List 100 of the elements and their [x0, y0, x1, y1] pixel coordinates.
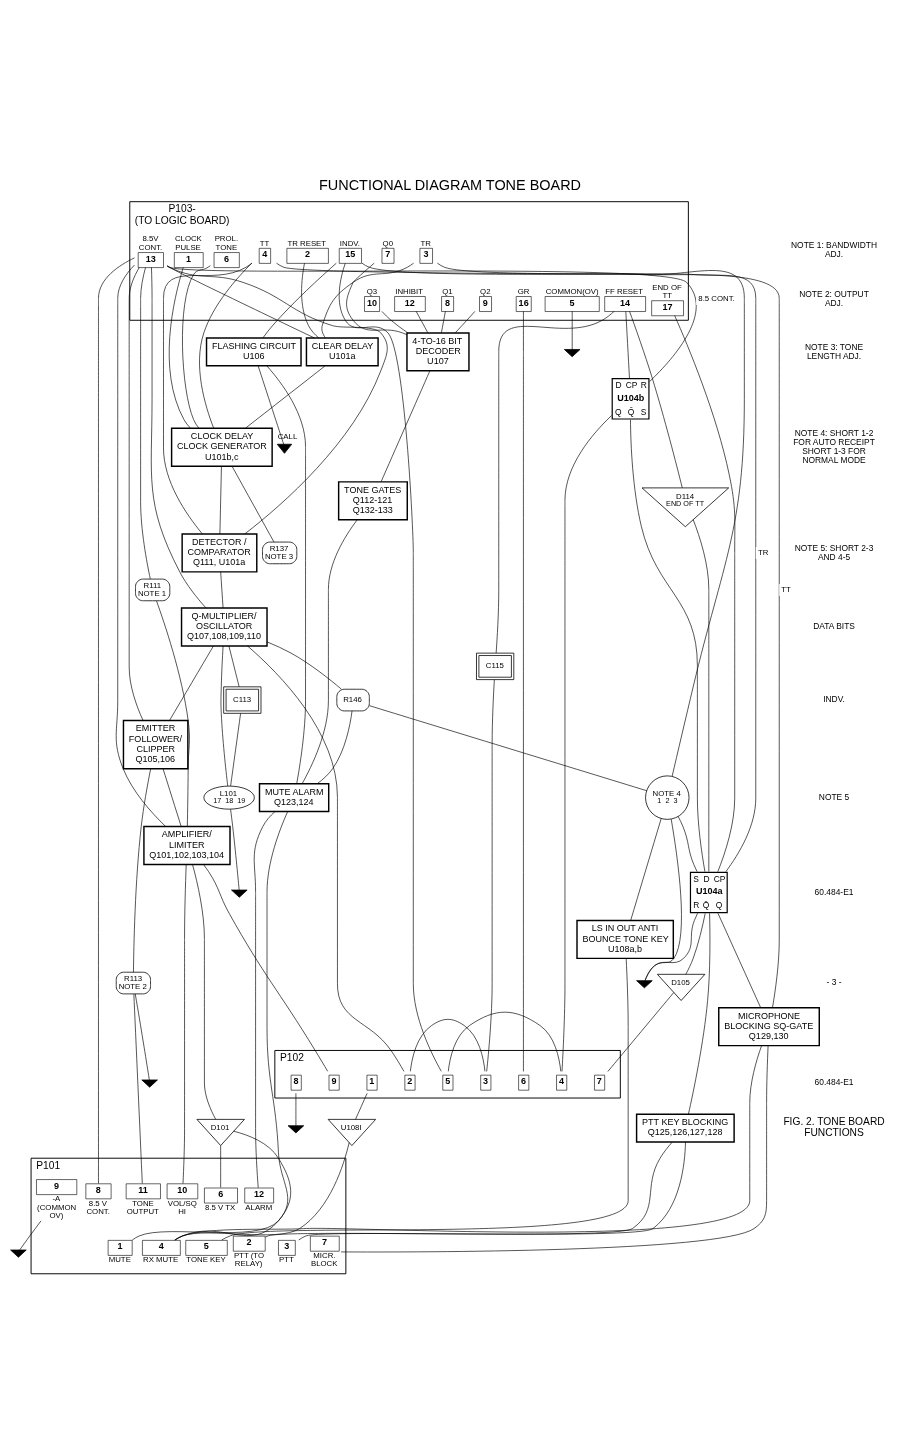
connector: [295, 1092, 297, 1126]
connector: [454, 311, 476, 334]
node-ground: [10, 1249, 27, 1258]
node-box: 7: [381, 248, 395, 264]
connector: [166, 265, 315, 339]
node-box: 4-TO-16 BIT DECODER U107: [406, 332, 470, 372]
connector: [685, 913, 706, 975]
node-box: 5: [544, 296, 600, 312]
connector: [441, 310, 446, 334]
connector: [561, 415, 612, 1072]
connector: [230, 713, 241, 787]
node-box: S D CP U104a R Q̄ Q: [689, 871, 728, 914]
connector: [247, 645, 405, 1072]
diagram-title: FUNCTIONAL DIAGRAM TONE BOARD: [318, 177, 582, 194]
connector: [301, 262, 320, 339]
node-box: PTT KEY BLOCKING Q125,126,127,128: [635, 1113, 735, 1143]
connector: [131, 811, 289, 1241]
node-box: 3: [278, 1240, 296, 1256]
node-box: AMPLIFIER/ LIMITER Q101,102,103,104: [143, 825, 231, 866]
connector: [495, 311, 615, 654]
node-box: 4: [556, 1074, 568, 1091]
connector: [221, 958, 629, 1241]
node-box: 5: [185, 1240, 228, 1256]
node-box: CLOCK DELAY CLOCK GENERATOR U101b,c: [170, 427, 273, 467]
node-box: 6: [213, 252, 240, 268]
label: NOTE 1: BANDWIDTH ADJ.: [791, 240, 877, 260]
connector: [140, 267, 151, 580]
connector: [220, 645, 229, 787]
node-box: TONE GATES Q112-121 Q132-133: [337, 481, 408, 521]
node-box: DETECTOR / COMPARATOR Q111, U101a: [181, 533, 258, 573]
label: 60.484-E1: [814, 1076, 854, 1087]
node-box: 1: [107, 1240, 133, 1256]
connector: [128, 267, 144, 721]
node-box: FLASHING CIRCUIT U106: [205, 337, 302, 367]
connector: [174, 1045, 762, 1241]
node-box: 10: [166, 1183, 199, 1200]
connector: [630, 818, 662, 921]
connector: [220, 1145, 221, 1188]
connector: [369, 705, 647, 791]
connector: [361, 262, 745, 777]
connector: [630, 419, 706, 872]
label: NOTE 3: TONE LENGTH ADJ.: [804, 341, 864, 361]
node-box: 8: [441, 296, 454, 312]
node-box: D CP R U104b Q Q̄ S: [611, 378, 650, 420]
node-box: EMITTER FOLLOWER/ CLIPPER Q105,106: [122, 719, 189, 770]
node-box: 17: [651, 300, 684, 317]
node-box: LS IN OUT ANTI BOUNCE TONE KEY U108a,b: [576, 919, 675, 960]
connector: [340, 1045, 769, 1253]
connector: [168, 267, 191, 429]
node-box: 6: [204, 1187, 238, 1204]
connector: [220, 571, 224, 609]
connector: [133, 993, 143, 1184]
node-box: 13: [137, 252, 164, 268]
node-box: 15: [338, 248, 362, 264]
connector: [688, 912, 711, 1115]
connector: [174, 1130, 291, 1241]
connector: [262, 262, 337, 339]
connector: [692, 519, 710, 872]
connector: [203, 864, 328, 1072]
connector: [346, 262, 408, 335]
node-box: 8: [290, 1074, 302, 1091]
connector: [98, 257, 135, 1184]
node-box: 9: [36, 1179, 78, 1195]
connector: [163, 262, 253, 535]
label: DATA BITS: [813, 621, 855, 632]
connector: [169, 645, 214, 721]
connector: [253, 811, 276, 1188]
connector: [316, 710, 353, 785]
node-box: 6: [518, 1074, 530, 1091]
connector: [182, 864, 187, 1184]
node-ground: [231, 889, 248, 898]
connector: [415, 310, 429, 334]
connector: [257, 365, 284, 445]
connector: [380, 370, 431, 483]
connector: [321, 262, 414, 339]
node-box: 4: [142, 1240, 181, 1256]
connector: [166, 265, 388, 535]
connector: [133, 768, 151, 973]
connector: [437, 262, 757, 872]
connector: [156, 600, 190, 827]
connector: [192, 864, 217, 1120]
node-box: 2: [233, 1235, 266, 1252]
connector: [644, 818, 682, 981]
connector: [166, 265, 697, 382]
connector: [355, 1092, 368, 1120]
node-box: 11: [125, 1183, 161, 1200]
node-box: Q-MULTIPLIER/ OSCILLATOR Q107,108,109,110: [180, 607, 268, 647]
connector: [486, 679, 495, 1072]
connector: [410, 1019, 486, 1072]
node-box: 9: [479, 296, 492, 312]
connector: [19, 1220, 42, 1251]
node-box: MUTE ALARM Q123,124: [258, 783, 330, 813]
connector: [447, 1011, 562, 1072]
node-box: MICROPHONE BLOCKING SQ-GATE Q129,130: [718, 1007, 820, 1047]
connector: [230, 808, 240, 891]
node-diode: [276, 443, 293, 454]
connector: [523, 311, 524, 1072]
node-box: 1: [174, 252, 204, 268]
connector: [677, 816, 698, 872]
node-box: 2: [286, 248, 329, 264]
